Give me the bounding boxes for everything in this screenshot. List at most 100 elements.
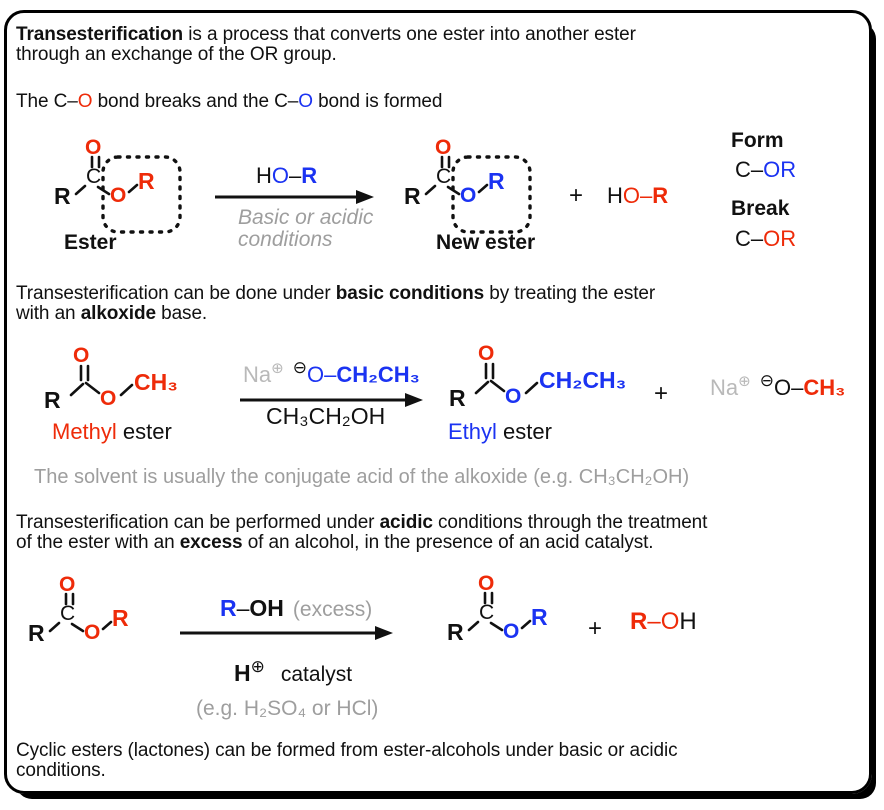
rounded-border-frame	[4, 10, 872, 794]
atom-r: R	[44, 387, 61, 413]
reagent-dash: –	[236, 595, 250, 621]
o-break: O	[77, 91, 93, 112]
atom-o-ester: O	[460, 184, 476, 207]
ethyl-group: CH₂CH₃	[539, 367, 626, 393]
sodium-ethoxide-reagent: Na⊕ ⊖O–CH₂CH₃	[243, 358, 420, 387]
methyl-ester-structure: R O O CH₃	[44, 344, 178, 413]
plus-sign-2: +	[654, 380, 669, 407]
minus-charge-icon: ⊖	[759, 371, 774, 390]
atom-o-carbonyl: O	[435, 136, 451, 159]
solvent-ethanol: CH₃CH₂OH	[266, 403, 386, 429]
break-title: Break	[731, 197, 790, 220]
methyl-ester-label: Methyl ester	[52, 419, 172, 444]
atom-r1: R	[447, 619, 464, 645]
term-excess: excess	[179, 532, 243, 553]
bond-text-b: bond breaks and the C–	[92, 91, 299, 112]
reaction-arrow-3	[180, 626, 393, 640]
atom-o-ester: O	[503, 620, 519, 643]
catalyst-label: catalyst	[280, 663, 353, 686]
proton-h: H	[234, 660, 251, 686]
term-acidic: acidic	[379, 512, 433, 533]
atom-o-carbonyl: O	[85, 136, 101, 159]
ethoxide-alkyl: CH₂CH₃	[336, 362, 420, 387]
bond-text-c: bond is formed	[312, 91, 443, 112]
acidic-conditions-paragraph: Transesterification can be performed und…	[16, 513, 856, 553]
methoxide-o: O–	[773, 375, 804, 400]
atom-o-ester: O	[84, 621, 100, 644]
form-c: C–	[735, 157, 764, 182]
methyl-group: CH₃	[134, 369, 178, 395]
basic-line1: Transesterification can be done under ba…	[16, 283, 656, 304]
sodium-cation: Na	[243, 362, 272, 387]
acidic-line2: of the ester with an excess of an alcoho…	[16, 532, 654, 553]
byproduct-h: H	[607, 183, 623, 208]
atom-r1: R	[28, 620, 45, 646]
intro-line1-rest: is a process that converts one ester int…	[183, 24, 636, 45]
ester-label: Ester	[64, 231, 117, 254]
sodium-methoxide-byproduct: Na⊕⊖O–CH₃	[710, 371, 845, 400]
intro-line1: Transesterification is a process that co…	[16, 25, 846, 45]
form-bond: C–OR	[735, 157, 797, 182]
form-or: OR	[763, 157, 797, 182]
atom-r1: R	[404, 183, 421, 209]
plus-sign-1: +	[569, 182, 584, 209]
ethyl-ester-label: Ethyl ester	[448, 419, 552, 444]
atom-o-carbonyl: O	[478, 572, 494, 595]
form-title: Form	[731, 129, 784, 152]
excess-note: (excess)	[292, 598, 373, 621]
reagent-h: H	[256, 163, 272, 188]
reagent-oh: OH	[249, 595, 284, 621]
ethoxide-o: O–	[306, 362, 337, 387]
ester-structure: R C O O R	[54, 136, 182, 234]
term-transesterification: Transesterification	[16, 24, 184, 45]
intro-paragraph: Transesterification is a process that co…	[16, 25, 846, 65]
atom-o-carbonyl: O	[478, 342, 494, 365]
acidic-line1: Transesterification can be performed und…	[16, 512, 708, 533]
term-alkoxide: alkoxide	[80, 303, 156, 324]
plus-sign-3: +	[588, 615, 603, 642]
reagent-r: R	[220, 595, 237, 621]
bond-text-a: The C–	[16, 91, 78, 112]
intro-line2: through an exchange of the OR group.	[16, 44, 337, 65]
lactones-line2: conditions.	[16, 760, 106, 781]
dashed-highlight-box	[451, 155, 532, 234]
atom-c: C	[436, 165, 451, 188]
byproduct-alcohol-3: R–OH	[630, 608, 697, 635]
reagent-o: O	[271, 163, 290, 188]
bond-statement: The C–O bond breaks and the C–O bond is …	[16, 92, 442, 112]
reagent-alcohol-1: HO–R	[256, 163, 318, 188]
atom-o-carbonyl: O	[73, 344, 89, 367]
alcohol-excess-reagent: R–OH (excess)	[220, 595, 373, 621]
atom-r2: R	[488, 168, 505, 194]
atom-r1: R	[54, 183, 71, 209]
new-ester-structure-acidic: R C O O R	[447, 572, 548, 645]
dashed-highlight-box	[101, 155, 182, 234]
byproduct-r: R	[630, 608, 648, 635]
conditions-caption-line1: Basic or acidic	[238, 206, 374, 229]
atom-c: C	[86, 165, 101, 188]
byproduct-o: O–	[622, 183, 653, 208]
atom-o-carbonyl: O	[59, 573, 75, 596]
break-or: OR	[763, 226, 797, 251]
byproduct-r: R	[652, 183, 669, 208]
reagent-dash: –	[289, 163, 302, 188]
plus-charge-icon: ⊕	[271, 360, 284, 377]
atom-o-ester: O	[100, 387, 116, 410]
o-form: O	[298, 91, 313, 112]
lactones-paragraph: Cyclic esters (lactones) can be formed f…	[16, 741, 856, 781]
acid-catalyst-line: H⊕ catalyst	[234, 657, 353, 686]
reaction-arrow-2	[240, 393, 423, 407]
term-basic-conditions: basic conditions	[335, 283, 485, 304]
atom-c: C	[479, 601, 494, 624]
new-ester-label: New ester	[436, 231, 536, 254]
byproduct-alcohol-1: HO–R	[607, 183, 669, 208]
minus-charge-icon: ⊖	[292, 358, 307, 377]
reagent-r: R	[301, 163, 318, 188]
byproduct-o: –O	[647, 608, 680, 635]
sodium-cation: Na	[710, 375, 739, 400]
solvent-note: The solvent is usually the conjugate aci…	[34, 466, 690, 488]
break-bond: C–OR	[735, 226, 797, 251]
plus-charge-icon: ⊕	[250, 657, 265, 676]
ethyl-ester-structure: R O O CH₂CH₃	[449, 342, 626, 411]
acid-examples-note: (e.g. H₂SO₄ or HCl)	[196, 697, 379, 720]
